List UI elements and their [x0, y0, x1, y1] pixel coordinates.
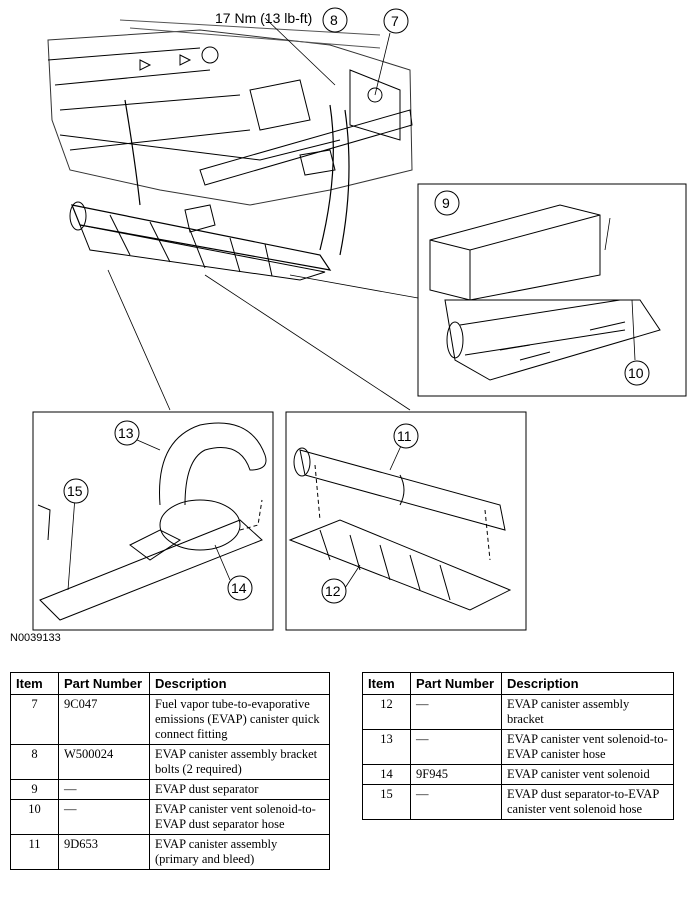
description-cell: EVAP canister vent solenoid	[501, 764, 674, 785]
item-cell: 8	[10, 744, 59, 780]
callout-11: 11	[397, 428, 412, 444]
callout-9: 9	[442, 195, 450, 211]
description-cell: EVAP dust separator	[149, 779, 330, 800]
table-row: 10 — EVAP canister vent solenoid-to-EVAP…	[10, 799, 330, 835]
diagram-illustration: 17 Nm (13 lb-ft) 8 7 9 10 13 15 14 11 12	[32, 7, 687, 631]
vent-solenoid-illustration	[37, 422, 267, 621]
table-row: 11 9D653 EVAP canister assembly (primary…	[10, 834, 330, 870]
item-cell: 12	[362, 694, 411, 730]
item-cell: 15	[362, 784, 411, 820]
description-cell: EVAP canister assembly bracket bolts (2 …	[149, 744, 330, 780]
table-header-row: Item Part Number Description	[362, 672, 674, 695]
vehicle-frame	[47, 19, 413, 256]
header-item: Item	[362, 672, 411, 695]
table-row: 15 — EVAP dust separator-to-EVAP caniste…	[362, 784, 674, 820]
header-item: Item	[10, 672, 59, 695]
part-number-cell: —	[410, 729, 502, 765]
canister-assembly-illustration	[288, 447, 512, 611]
table-header-row: Item Part Number Description	[10, 672, 330, 695]
part-number-cell: 9C047	[58, 694, 150, 745]
table-row: 8 W500024 EVAP canister assembly bracket…	[10, 744, 330, 780]
callout-8: 8	[330, 12, 338, 28]
torque-label: 17 Nm (13 lb-ft)	[215, 10, 312, 26]
description-cell: EVAP dust separator-to-EVAP canister ven…	[501, 784, 674, 820]
header-part-number: Part Number	[410, 672, 502, 695]
description-cell: EVAP canister vent solenoid-to-EVAP cani…	[501, 729, 674, 765]
detail-box-vent-solenoid	[32, 411, 274, 631]
dust-separator-illustration	[429, 204, 661, 381]
table-row: 13 — EVAP canister vent solenoid-to-EVAP…	[362, 729, 674, 765]
description-cell: Fuel vapor tube-to-evaporative emissions…	[149, 694, 330, 745]
parts-table-left: Item Part Number Description 7 9C047 Fue…	[10, 672, 330, 870]
table-row: 12 — EVAP canister assembly bracket	[362, 694, 674, 730]
callout-13: 13	[118, 425, 134, 441]
part-number-cell: —	[58, 799, 150, 835]
item-cell: 11	[10, 834, 59, 870]
item-cell: 14	[362, 764, 411, 785]
part-number-cell: —	[410, 784, 502, 820]
callout-bubbles: 17 Nm (13 lb-ft) 8 7 9 10 13 15 14 11 12	[63, 7, 650, 604]
header-description: Description	[501, 672, 674, 695]
part-number-cell: 9D653	[58, 834, 150, 870]
callout-12: 12	[325, 583, 341, 599]
part-number-cell: —	[58, 779, 150, 800]
detail-box-dust-separator	[417, 183, 687, 397]
item-cell: 7	[10, 694, 59, 745]
parts-table-right: Item Part Number Description 12 — EVAP c…	[362, 672, 674, 820]
item-cell: 10	[10, 799, 59, 835]
table-row: 9 — EVAP dust separator	[10, 779, 330, 800]
part-number-cell: 9F945	[410, 764, 502, 785]
callout-7: 7	[391, 13, 399, 29]
part-number-cell: —	[410, 694, 502, 730]
item-cell: 13	[362, 729, 411, 765]
callout-15: 15	[67, 483, 83, 499]
item-cell: 9	[10, 779, 59, 800]
header-part-number: Part Number	[58, 672, 150, 695]
header-description: Description	[149, 672, 330, 695]
figure-id: N0039133	[10, 632, 61, 644]
part-number-cell: W500024	[58, 744, 150, 780]
table-row: 7 9C047 Fuel vapor tube-to-evaporative e…	[10, 694, 330, 745]
canister-on-vehicle	[69, 201, 332, 281]
table-row: 14 9F945 EVAP canister vent solenoid	[362, 764, 674, 785]
description-cell: EVAP canister vent solenoid-to-EVAP dust…	[149, 799, 330, 835]
callout-10: 10	[628, 365, 644, 381]
description-cell: EVAP canister assembly (primary and blee…	[149, 834, 330, 870]
detail-box-canister-assembly	[285, 411, 527, 631]
description-cell: EVAP canister assembly bracket	[501, 694, 674, 730]
callout-14: 14	[231, 580, 247, 596]
